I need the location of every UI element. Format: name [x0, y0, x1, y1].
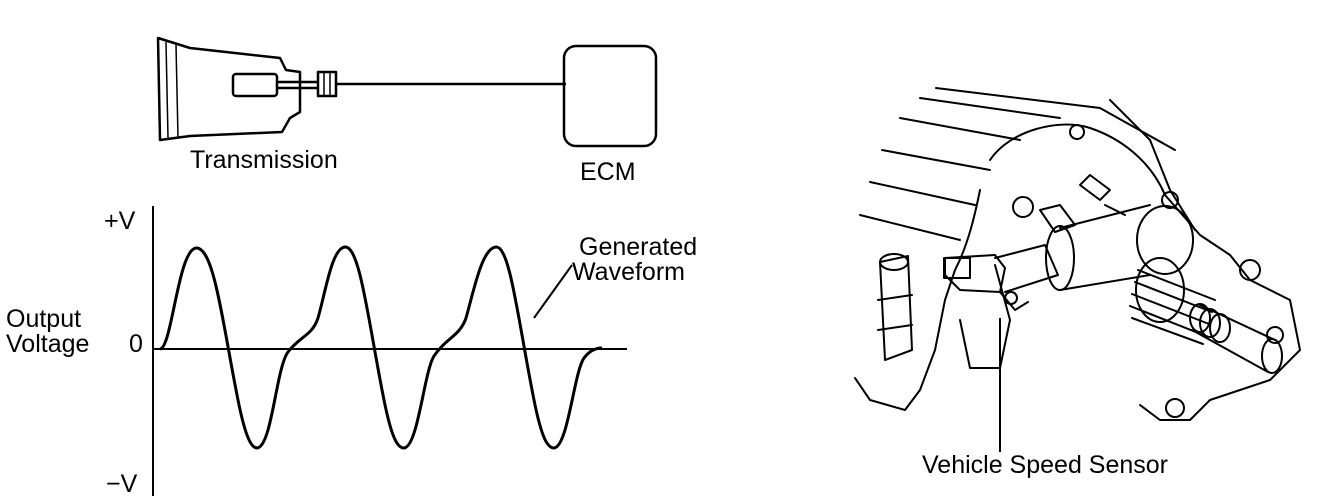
y-zero-label: 0 [129, 330, 143, 358]
curve-label-line1: Generated [579, 233, 697, 261]
transmission-illustration [854, 87, 1301, 421]
ecm-label: ECM [580, 158, 636, 186]
transmission-label: Transmission [190, 146, 338, 174]
y-top-label: +V [104, 207, 136, 235]
y-axis-label-line1: Output [6, 305, 81, 333]
ecm-box [562, 44, 658, 148]
generated-waveform-curve [159, 245, 603, 450]
waveform-leader-line [533, 264, 573, 319]
y-bottom-label: −V [106, 470, 138, 498]
curve-label-line2: Waveform [572, 258, 685, 286]
vehicle-speed-sensor-label: Vehicle Speed Sensor [922, 451, 1168, 479]
transmission-drawing [156, 36, 338, 142]
y-axis-label-line2: Voltage [6, 330, 89, 358]
